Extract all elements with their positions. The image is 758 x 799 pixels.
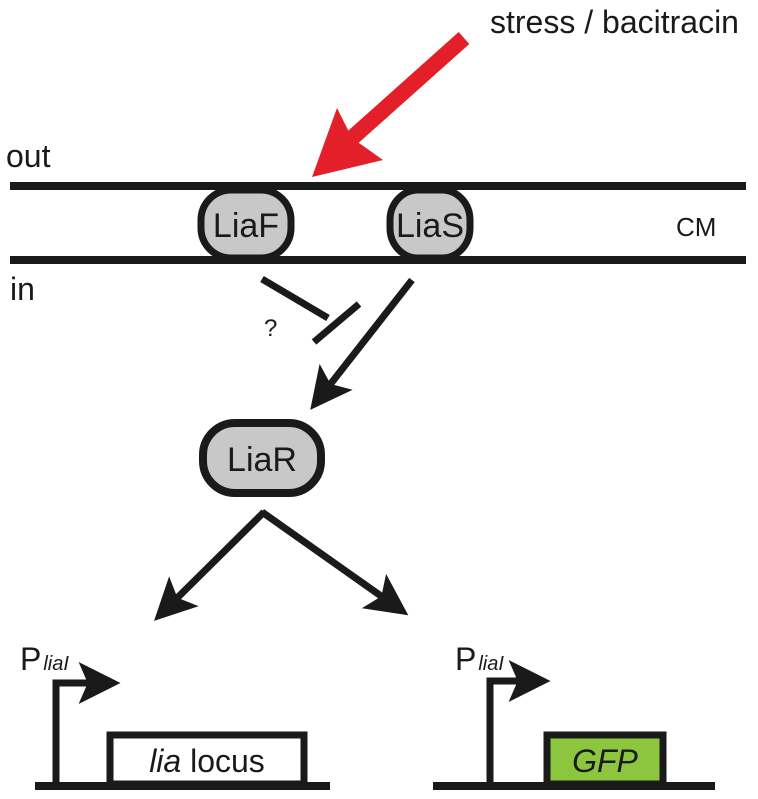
left-promoter-sub: liaI: [43, 653, 69, 675]
liar-shape: [199, 419, 325, 497]
liar-protein[interactable]: LiaR: [199, 419, 325, 497]
inhibition-arrow: [260, 275, 362, 345]
liaf-protein[interactable]: LiaF: [197, 186, 295, 262]
left-promoter-main: P: [20, 641, 41, 677]
liar-to-gfp-arrow: [259, 509, 409, 616]
gfp-box: [543, 731, 667, 788]
right-promoter-arrow: [486, 660, 551, 783]
lias-protein[interactable]: LiaS: [386, 186, 474, 262]
outside-label: out: [6, 138, 51, 174]
liar-label: LiaR: [227, 441, 297, 479]
liar-to-lia-locus-arrow: [154, 509, 267, 621]
gfp-label: GFP: [572, 743, 638, 779]
stimulus-label: stress / bacitracin: [490, 4, 739, 40]
lia-locus-plain: locus: [181, 743, 265, 779]
right-promoter-sub: liaI: [478, 653, 504, 675]
lia-locus-box: [106, 731, 308, 788]
lias-label: LiaS: [396, 207, 464, 245]
lia-locus-italic: lia: [149, 743, 181, 779]
membrane-label: CM: [676, 212, 716, 242]
lias-shape: [386, 186, 474, 262]
liaf-label: LiaF: [213, 207, 279, 245]
right-promoter-main: P: [455, 641, 476, 677]
lia-locus-label: lia locus: [149, 743, 265, 779]
lias-to-liar-arrow: [310, 277, 415, 410]
membrane-outer-line: [10, 182, 746, 190]
inside-label: in: [10, 271, 35, 307]
right-dna-line: [433, 782, 715, 790]
stimulus-arrow: [312, 32, 470, 177]
left-dna-line: [35, 782, 330, 790]
membrane-inner-line: [10, 256, 746, 264]
liaf-shape: [197, 186, 295, 262]
inhibition-question-mark: ?: [264, 315, 277, 342]
left-promoter-arrow: [52, 662, 121, 783]
